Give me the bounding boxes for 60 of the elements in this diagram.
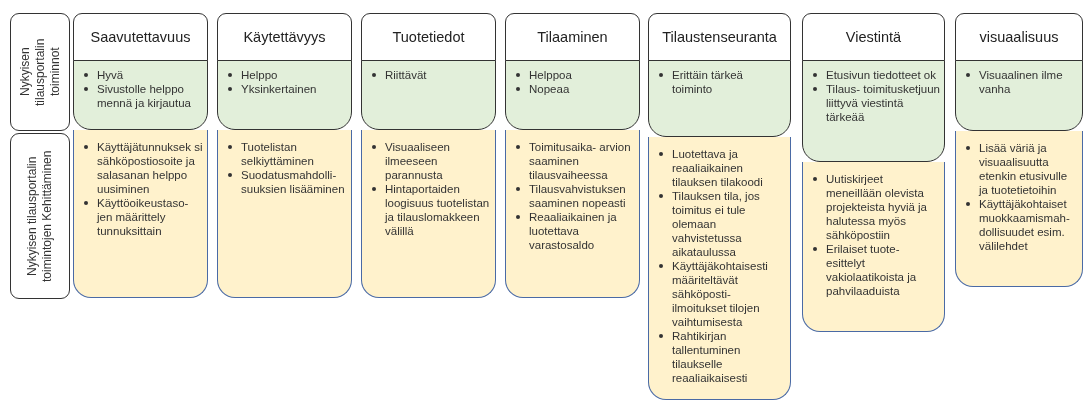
column-header-box — [217, 13, 352, 61]
bullet-item: Hyvä — [97, 68, 124, 82]
current-status-panel — [73, 60, 208, 130]
improvement-panel — [955, 131, 1083, 287]
column-heading: Tilaaminen — [537, 29, 608, 45]
bullet-item: Rahtikirjan tallentuminen tilaukselle reaaliaikaisesti — [672, 329, 749, 385]
improvement-panel — [505, 130, 640, 298]
column-header-box — [955, 13, 1083, 61]
bullet-item: Etusivun tiedotteet ok — [826, 68, 936, 82]
bullet-item: Nopeaa — [529, 82, 570, 96]
current-status-panel — [802, 60, 945, 162]
bullet-item: Helppoa — [529, 68, 572, 82]
column-heading: Viestintä — [845, 29, 902, 45]
bullet-item: Tilaus- toimitusketjuun liittyvä viestintä tärkeää — [826, 82, 940, 124]
bullet-item: Yksinkertainen — [241, 82, 317, 96]
bullet-item: Käyttöoikeustaso- jen määrittely tunnuksittain — [97, 196, 190, 238]
improvement-panel — [73, 130, 208, 298]
bullet-item: Tilauksen tila, jos toimitus ei tule olemaan vahvistetussa aikataulussa — [672, 189, 761, 259]
bullet-item: Uutiskirjeet meneillään olevista projekteista hyviä ja halutessa myös sähköpostiin — [826, 172, 928, 242]
bullet-item: Suodatusmahdolli- suuksien lisääminen — [241, 168, 346, 196]
column-heading: Tuotetiedot — [392, 29, 465, 45]
current-status-panel — [217, 60, 352, 130]
improvement-panel — [802, 162, 945, 332]
improvement-panel — [217, 130, 352, 298]
bullet-item: Tilausvahvistuksen saaminen nopeasti — [529, 182, 627, 210]
column-header-box — [648, 13, 791, 61]
column-header-box — [802, 13, 945, 61]
bullet-item: Sivustolle helppo mennä ja kirjautua — [97, 82, 192, 110]
current-status-panel — [955, 60, 1083, 131]
row-header-box — [10, 13, 70, 131]
bullet-item: Toimitusaika- arvion saaminen tilausvaiheessa — [529, 140, 632, 182]
bullet-item: Reaaliaikainen ja luotettava varastosaldo — [529, 210, 618, 252]
bullet-item: Lisää väriä ja visuaalisuutta etenkin etusivulle ja tuotetietoihin — [979, 141, 1069, 197]
row-header-label: Nykyisen tilausportalin toiminnot — [17, 37, 63, 108]
bullet-item: Visuaaliseen ilmeeseen parannusta — [385, 140, 451, 182]
bullet-item: Tuotelistan selkiyttäminen — [241, 140, 315, 168]
bullet-item: Käyttäjätunnuksek si sähköpostiosoite ja salasanan helppo uusiminen — [97, 140, 203, 196]
column-heading: Käytettävyys — [243, 29, 326, 45]
bullet-item: Käyttäjäkohtaisesti määriteltävät sähköposti- ilmoitukset tilojen vaihtumisesta — [672, 259, 769, 329]
improvement-panel — [648, 137, 791, 400]
bullet-item: Erilaiset tuote- esittelyt vakiolaatikoista ja pahvilaaduista — [826, 242, 918, 298]
row-header-box — [10, 133, 70, 299]
current-status-panel — [648, 60, 791, 137]
column-header-box — [361, 13, 496, 61]
column-header-box — [73, 13, 208, 61]
bullet-item: Hintaportaiden loogisuus tuotelistan ja tilauslomakkeen välillä — [385, 182, 491, 238]
column-header-box — [505, 13, 640, 61]
current-status-panel — [505, 60, 640, 130]
improvement-panel — [361, 130, 496, 298]
bullet-item: Luotettava ja reaaliaikainen tilauksen tilakoodi — [672, 147, 764, 189]
bullet-item: Riittävät — [385, 68, 427, 82]
row-header-label: Nykyisen tilausportalin toimintojen Kehittäminen — [25, 149, 55, 284]
column-heading: Tilaustenseuranta — [662, 29, 777, 45]
column-heading: Saavutettavuus — [90, 29, 191, 45]
bullet-item: Erittäin tärkeä toiminto — [672, 68, 744, 96]
column-heading: visuaalisuus — [979, 29, 1059, 45]
bullet-item: Helppo — [241, 68, 278, 82]
current-status-panel — [361, 60, 496, 130]
bullet-item: Käyttäjäkohtaiset muokkaamismah- dollisuudet esim. välilehdet — [979, 197, 1071, 253]
bullet-item: Visuaalinen ilme vanha — [979, 68, 1064, 96]
